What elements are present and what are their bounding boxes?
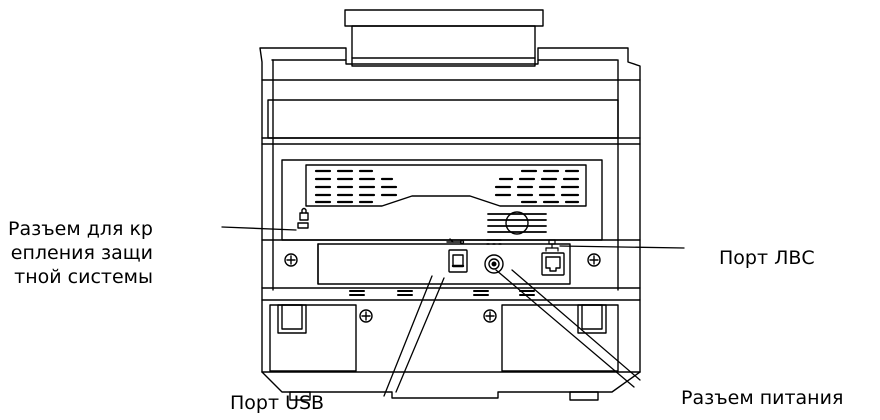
callout-lines: [221, 226, 685, 397]
network-symbol-icon: [545, 239, 559, 252]
usb-port-label: Порт USB: [230, 392, 325, 414]
screw-hole: [587, 253, 601, 267]
usb-port-leader: [395, 277, 445, 393]
power-connector-leader-2: [511, 269, 641, 381]
lan-port-label: Порт ЛВС: [719, 247, 815, 269]
lan-port: [541, 252, 565, 276]
power-connector: [484, 254, 504, 274]
usb-symbol-icon: [446, 238, 465, 245]
power-connector-leader: [495, 269, 635, 388]
security-lock-label: Разъем для кр епления защи тной системы: [8, 218, 153, 288]
usb-port: [448, 249, 468, 273]
usb-port-leader-2: [383, 275, 433, 397]
paper-feed-tray: [344, 9, 544, 67]
security-lock-leader: [221, 226, 297, 231]
lan-port-leader: [559, 245, 685, 249]
screw-hole: [284, 253, 298, 267]
scanner-housing: [259, 47, 641, 301]
scanner-base: [261, 290, 641, 401]
dc-power-symbol-icon: [486, 239, 502, 245]
io-port-panel: [317, 243, 571, 285]
ventilation-grille: [305, 164, 587, 235]
security-lock-slot: [297, 222, 309, 229]
lock-icon: [299, 207, 309, 221]
power-connector-label: Разъем питания: [681, 387, 844, 409]
